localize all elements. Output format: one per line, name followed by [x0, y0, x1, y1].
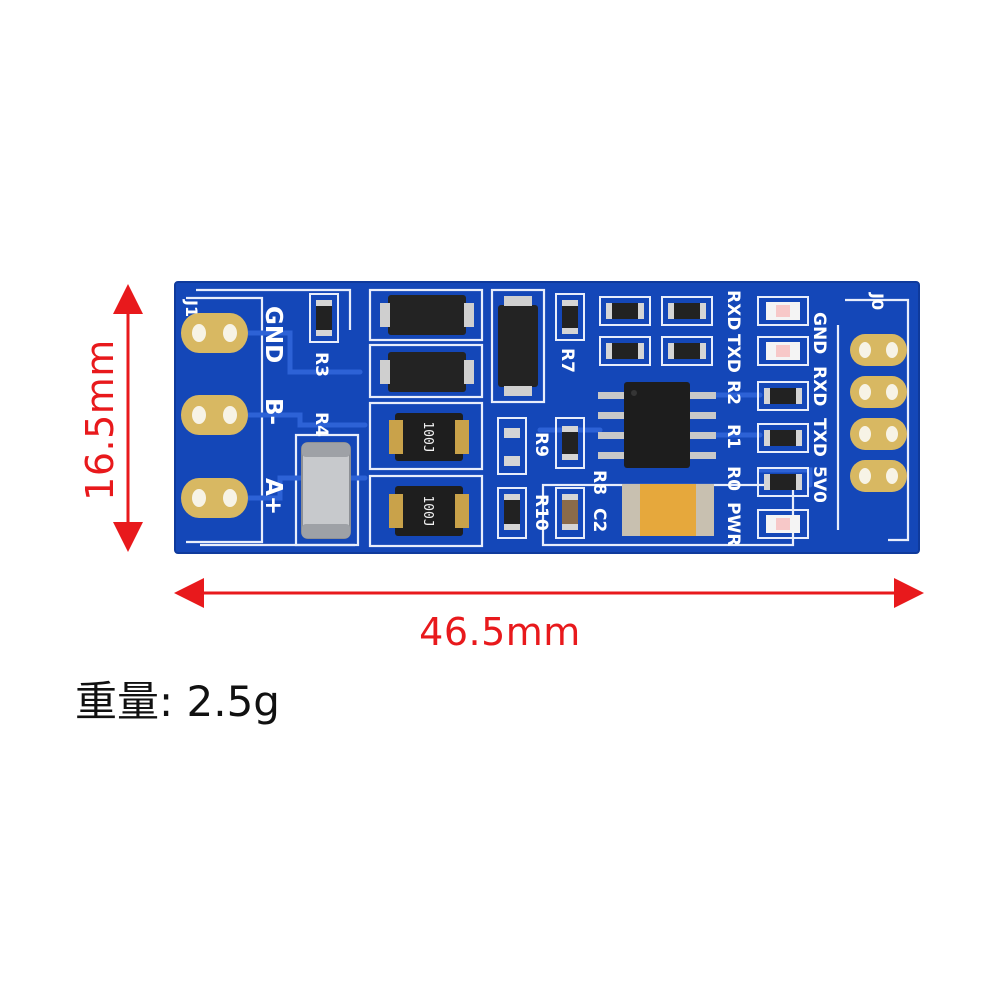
label-r10: R10: [531, 494, 551, 531]
status-leds: [757, 296, 809, 539]
height-dimension-label: 16.5mm: [78, 339, 122, 501]
silkscreen-outlines: [186, 288, 910, 548]
pin-label-5v0: 5V0: [809, 466, 829, 503]
pin-label-txd: TXD: [809, 418, 829, 457]
led-label-pwr: PWR: [723, 502, 743, 546]
capacitor-large: [301, 442, 351, 539]
width-dimension-label: 46.5mm: [419, 610, 581, 654]
fuse-marking-1: 100J: [420, 421, 435, 452]
fuse-marking-2: 100J: [420, 495, 435, 526]
terminal-label-b: B-: [260, 398, 286, 425]
fuses: [389, 413, 469, 536]
label-r3: R3: [311, 352, 331, 377]
led-label-rxd: RXD: [723, 290, 743, 330]
terminal-label-a: A+: [260, 478, 286, 515]
label-r2: R2: [723, 380, 743, 405]
pin-label-rxd: RXD: [809, 366, 829, 406]
label-r1: R1: [723, 424, 743, 449]
led-label-txd: TXD: [723, 334, 743, 373]
weight-label: 重量: 2.5g: [75, 677, 280, 726]
right-header-pads: [850, 334, 907, 492]
left-terminal-pads: [181, 313, 248, 518]
smd-resistors: [309, 293, 809, 539]
pin-label-gnd: GND: [809, 312, 829, 354]
label-r7: R7: [557, 348, 577, 373]
label-r0: R0: [723, 466, 743, 491]
label-c2: C2: [589, 508, 609, 532]
label-r4: R4: [311, 412, 331, 437]
j0-label: J0: [868, 292, 887, 310]
transceiver-ic: [598, 382, 716, 468]
label-r9: R9: [531, 432, 551, 457]
label-r8: R8: [589, 470, 609, 495]
j1-label: J1: [182, 299, 201, 317]
tvs-diodes: [380, 295, 538, 396]
terminal-label-gnd: GND: [260, 306, 286, 363]
tantalum-capacitor: [622, 484, 714, 536]
